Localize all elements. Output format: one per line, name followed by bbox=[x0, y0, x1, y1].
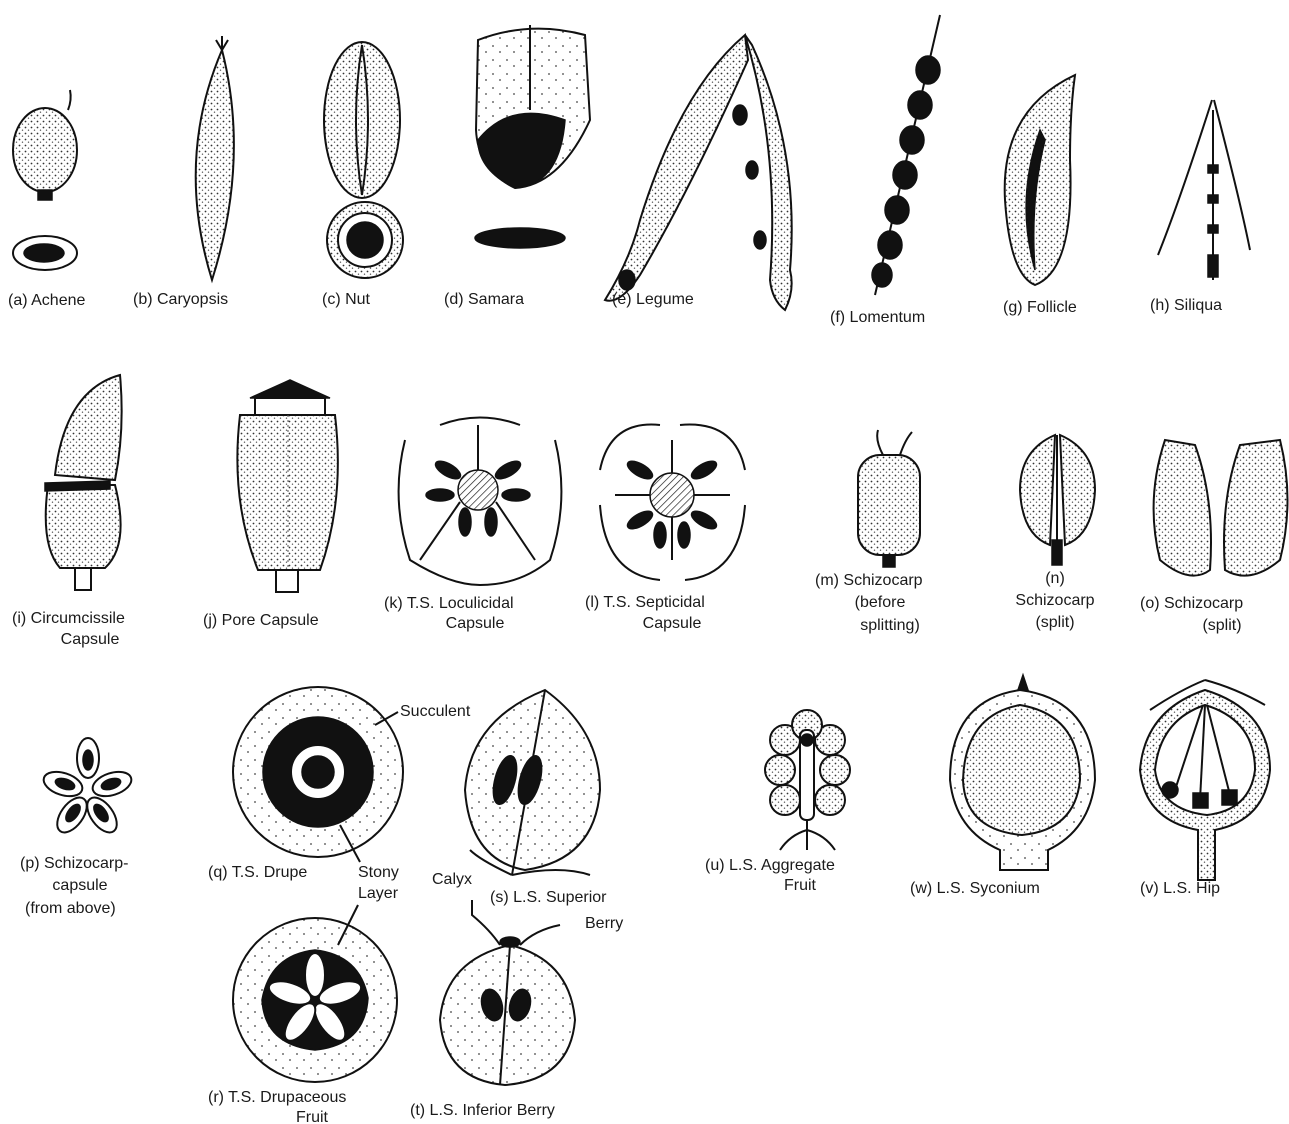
loculicidal-capsule-drawing bbox=[399, 418, 562, 586]
label-legume: (e) Legume bbox=[612, 291, 694, 308]
drupaceous-fruit-drawing bbox=[233, 905, 397, 1082]
label-schizocarp-n-3: (split) bbox=[1035, 614, 1074, 631]
hip-drawing bbox=[1140, 680, 1270, 880]
follicle-drawing bbox=[1005, 75, 1075, 285]
schizocarp-split-o-drawing bbox=[1154, 440, 1288, 576]
label-schizocarp-m-1: (m) Schizocarp bbox=[815, 572, 923, 589]
label-schizocarp-capsule-2: capsule bbox=[52, 877, 107, 894]
label-schizocarp-capsule-3: (from above) bbox=[25, 900, 116, 917]
label-loculicidal-1: (k) T.S. Loculicidal bbox=[384, 595, 514, 612]
label-circumcissile-2: Capsule bbox=[61, 631, 120, 648]
label-schizocarp-n-1: (n) bbox=[1045, 570, 1065, 587]
superior-berry-drawing bbox=[465, 690, 600, 875]
label-hip: (v) L.S. Hip bbox=[1140, 880, 1220, 897]
siliqua-drawing bbox=[1158, 100, 1250, 280]
schizocarp-capsule-drawing bbox=[41, 738, 135, 838]
legume-drawing bbox=[605, 35, 792, 310]
label-inferior-berry: (t) L.S. Inferior Berry bbox=[410, 1102, 555, 1119]
label-superior-berry-2: Berry bbox=[585, 915, 623, 932]
label-siliqua: (h) Siliqua bbox=[1150, 297, 1222, 314]
label-achene: (a) Achene bbox=[8, 292, 85, 309]
label-schizocarp-m-3: splitting) bbox=[860, 617, 920, 634]
label-aggregate-2: Fruit bbox=[784, 877, 817, 894]
lomentum-drawing bbox=[872, 15, 940, 295]
label-syconium: (w) L.S. Syconium bbox=[910, 880, 1040, 897]
label-drupaceous-1: (r) T.S. Drupaceous bbox=[208, 1089, 346, 1106]
label-nut: (c) Nut bbox=[322, 291, 371, 308]
samara-drawing bbox=[475, 25, 590, 248]
label-caryopsis: (b) Caryopsis bbox=[133, 291, 228, 308]
label-samara: (d) Samara bbox=[444, 291, 524, 308]
label-lomentum: (f) Lomentum bbox=[830, 309, 925, 326]
label-aggregate-1: (u) L.S. Aggregate bbox=[705, 857, 835, 874]
label-loculicidal-2: Capsule bbox=[446, 615, 505, 632]
label-schizocarp-capsule-1: (p) Schizocarp- bbox=[20, 855, 128, 872]
nut-drawing bbox=[324, 42, 403, 278]
inferior-berry-drawing bbox=[440, 900, 575, 1085]
label-superior-berry-1: (s) L.S. Superior bbox=[490, 889, 607, 906]
annotation-stony-1: Stony bbox=[358, 864, 399, 881]
label-schizocarp-m-2: (before bbox=[855, 594, 906, 611]
syconium-drawing bbox=[950, 675, 1095, 870]
label-schizocarp-o-1: (o) Schizocarp bbox=[1140, 595, 1243, 612]
label-circumcissile-1: (i) Circumcissile bbox=[12, 610, 125, 627]
annotation-calyx: Calyx bbox=[432, 871, 472, 888]
label-schizocarp-n-2: Schizocarp bbox=[1015, 592, 1094, 609]
label-pore-capsule: (j) Pore Capsule bbox=[203, 612, 319, 629]
achene-drawing bbox=[13, 90, 77, 270]
schizocarp-before-splitting-drawing bbox=[858, 430, 920, 567]
pore-capsule-drawing bbox=[237, 380, 337, 592]
label-follicle: (g) Follicle bbox=[1003, 299, 1077, 316]
annotation-succulent: Succulent bbox=[400, 703, 471, 720]
label-septicidal-2: Capsule bbox=[643, 615, 702, 632]
label-drupaceous-2: Fruit bbox=[296, 1109, 329, 1124]
aggregate-fruit-drawing bbox=[765, 710, 850, 850]
annotation-stony-2: Layer bbox=[358, 885, 399, 902]
label-drupe: (q) T.S. Drupe bbox=[208, 864, 307, 881]
caryopsis-drawing bbox=[196, 36, 234, 280]
circumcissile-capsule-drawing bbox=[45, 375, 122, 590]
septicidal-capsule-drawing bbox=[600, 425, 745, 580]
label-schizocarp-o-2: (split) bbox=[1202, 617, 1241, 634]
schizocarp-split-n-drawing bbox=[1020, 435, 1095, 565]
drupe-ts-drawing bbox=[233, 687, 403, 862]
label-septicidal-1: (l) T.S. Septicidal bbox=[585, 594, 705, 611]
